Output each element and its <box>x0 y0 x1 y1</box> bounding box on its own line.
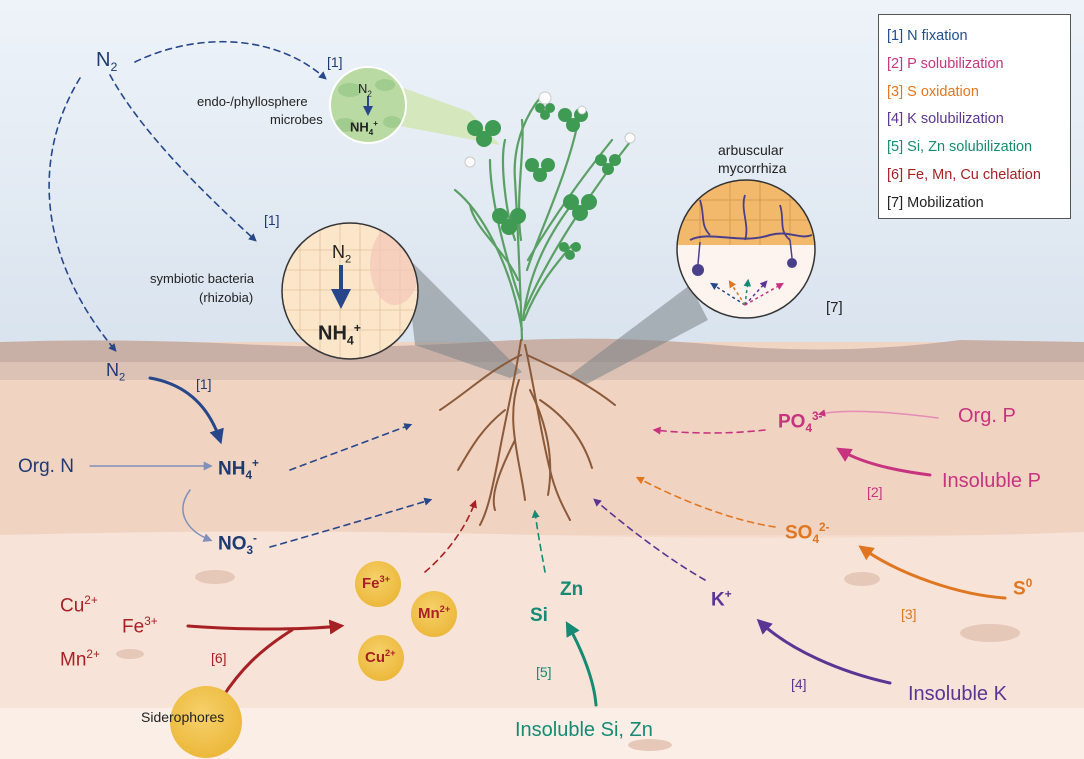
cu-bubble-label: Cu2+ <box>365 648 396 666</box>
endo-label-line2: microbes <box>270 112 323 127</box>
soil-pebbles <box>116 570 1020 751</box>
clover-plant <box>453 96 632 342</box>
insolublek-to-k-arrow <box>756 618 892 685</box>
rhizobia-nh4-label: NH4+ <box>318 321 362 348</box>
no3-uptake-arrow <box>269 497 433 548</box>
legend-item-p-solubilization: [2] P solubilization <box>887 55 1004 72</box>
plant-roots <box>439 339 616 526</box>
insolublep-to-po4-arrow <box>836 447 932 477</box>
nh4-label: NH4+ <box>218 457 259 483</box>
sizn-uptake-arrow <box>531 509 546 573</box>
legend-box: [1] N fixation [2] P solubilization [3] … <box>878 14 1071 219</box>
mn-bubble-label: Mn2+ <box>418 604 451 622</box>
mobilization-ref: [7] <box>826 299 843 316</box>
k-uptake-arrow <box>593 498 706 581</box>
insoluble-si-zn-label: Insoluble Si, Zn <box>515 719 653 741</box>
n-fixation-ref-endo: [1] <box>327 54 343 70</box>
legend-item-s-oxidation: [3] S oxidation <box>887 83 979 100</box>
n2-to-nh4-arrow <box>148 376 224 445</box>
siderophore-join-arrow <box>220 628 294 700</box>
cu-bubble <box>358 635 404 681</box>
rhizobia-label-line2: (rhizobia) <box>199 290 254 305</box>
clover-flowers <box>464 91 636 168</box>
n2-to-rhizobia-arrow <box>109 74 257 242</box>
n2-label-soil: N2 <box>106 360 126 384</box>
legend-item-si-zn-solubilization: [5] Si, Zn solubilization <box>887 139 1033 156</box>
soil-layer-upper <box>0 380 1084 535</box>
n2-to-soil-arrow <box>48 77 117 352</box>
n-fixation-ref-soil: [1] <box>196 376 212 392</box>
legend-item-n-fixation: [1] N fixation <box>887 28 968 44</box>
insoluble-sizn-arrow <box>565 621 598 707</box>
mn-bubble <box>411 591 457 637</box>
nh4-to-no3-arrow <box>182 489 213 542</box>
chelation-ref: [6] <box>211 650 227 666</box>
rhizobia-label-line1: symbiotic bacteria <box>150 271 255 286</box>
fe-bubble <box>355 561 401 607</box>
si-label: Si <box>530 605 548 626</box>
soil-layer-middle <box>0 531 1084 710</box>
nh4-uptake-arrow <box>289 423 413 471</box>
endo-nh4-label: NH4+ <box>350 119 378 137</box>
org-p-label: Org. P <box>958 405 1016 427</box>
mycorrhiza-label-line2: mycorrhiza <box>718 160 787 176</box>
legend-item-k-solubilization: [4] K solubilization <box>887 111 1004 128</box>
s0-to-so4-arrow <box>858 545 1007 600</box>
mycorrhiza-label-line1: arbuscular <box>718 142 784 158</box>
zn-label: Zn <box>560 579 584 600</box>
endosphere-bubble <box>329 66 407 144</box>
mycorrhiza-zoom-cone <box>570 285 708 385</box>
endo-n2-label: N2 <box>358 81 372 99</box>
po4-uptake-arrow <box>652 426 766 435</box>
mycorrhiza-bubble <box>676 179 816 319</box>
n2-label-top: N2 <box>96 49 118 74</box>
insoluble-p-label: Insoluble P <box>942 470 1041 492</box>
endo-label-line1: endo-/phyllosphere <box>197 94 308 109</box>
siderophore-bubble <box>170 686 242 758</box>
metals-chelation-arrow <box>186 619 345 635</box>
s0-label: S0 <box>1013 577 1033 600</box>
s-oxidation-ref: [3] <box>901 606 917 622</box>
cu-label: Cu2+ <box>60 594 98 617</box>
n-fixation-ref-rhizobia: [1] <box>264 212 280 228</box>
p-solubilization-ref: [2] <box>867 484 883 500</box>
mn-label: Mn2+ <box>60 648 100 671</box>
fe-bubble-label: Fe3+ <box>362 574 391 592</box>
fe-label: Fe3+ <box>122 615 158 638</box>
clover-leaves <box>467 103 621 260</box>
rhizobia-zoom-cone <box>405 255 522 378</box>
n2-to-endo-arrow <box>134 40 327 80</box>
soil-topsoil-band <box>0 362 1084 380</box>
so4-label: SO42- <box>785 521 830 547</box>
rhizobia-n2-label: N2 <box>332 242 352 266</box>
no3-label: NO3- <box>218 532 257 558</box>
orgp-to-po4-arrow <box>817 409 939 419</box>
po4-label: PO43- <box>778 410 823 436</box>
k-solubilization-ref: [4] <box>791 676 807 692</box>
siderophores-label: Siderophores <box>141 709 225 725</box>
metals-uptake-arrow <box>424 499 477 573</box>
soil-surface-band <box>0 338 1084 362</box>
si-zn-solubilization-ref: [5] <box>536 664 552 680</box>
org-n-label: Org. N <box>18 456 74 477</box>
k-label: K+ <box>711 588 732 611</box>
legend-item-mobilization: [7] Mobilization <box>887 194 984 211</box>
legend-item-chelation: [6] Fe, Mn, Cu chelation <box>887 166 1041 183</box>
so4-uptake-arrow <box>635 476 776 528</box>
insoluble-k-label: Insoluble K <box>908 683 1007 705</box>
